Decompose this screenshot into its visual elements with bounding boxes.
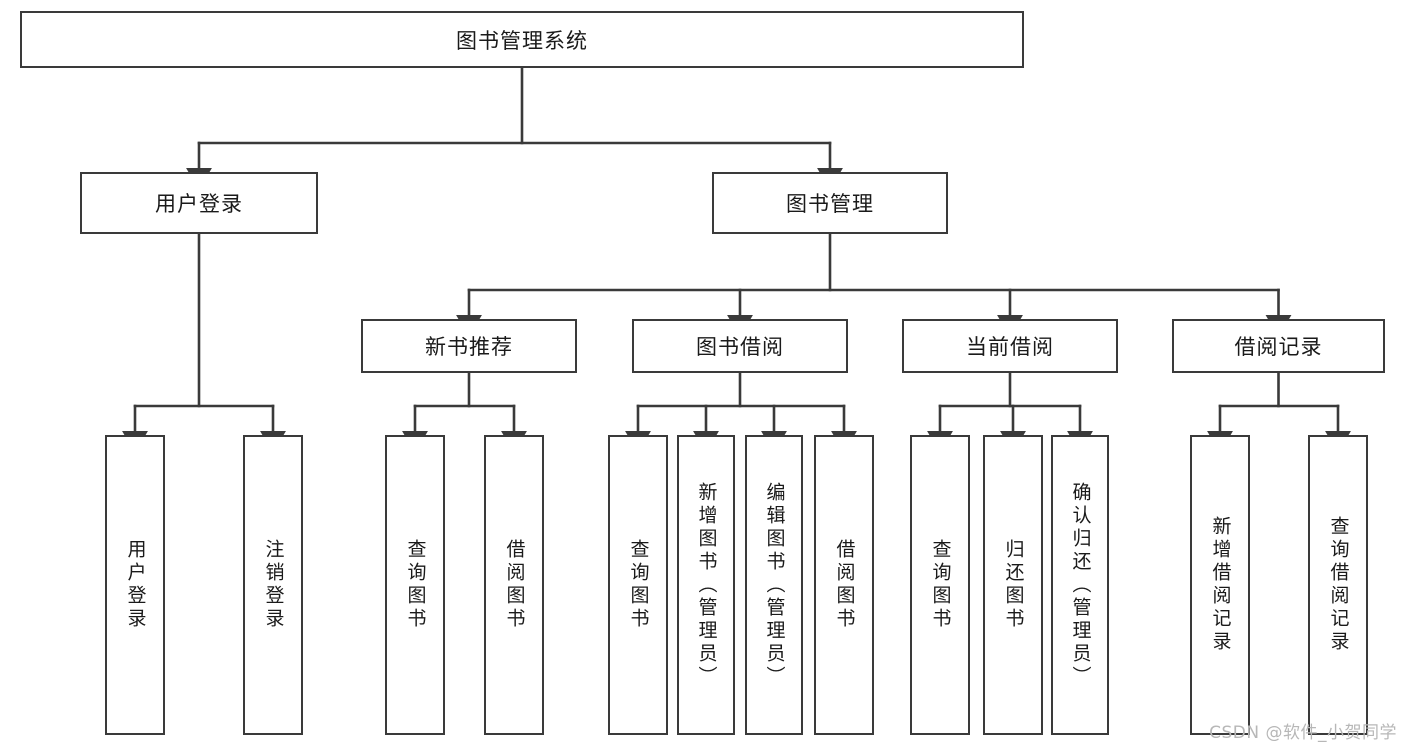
node-label: 归还图书: [1002, 539, 1025, 631]
node-label: 新书推荐: [425, 335, 513, 359]
node-leaf-edit-book-admin[interactable]: 编辑图书（管理员）: [745, 435, 803, 735]
node-leaf-return-book[interactable]: 归还图书: [983, 435, 1043, 735]
node-leaf-logout-login[interactable]: 注销登录: [243, 435, 303, 735]
node-user-login[interactable]: 用户登录: [80, 172, 318, 234]
node-label: 编辑图书（管理员）: [763, 481, 786, 689]
node-leaf-add-book-admin[interactable]: 新增图书（管理员）: [677, 435, 735, 735]
node-label: 用户登录: [124, 539, 147, 631]
node-leaf-query-borrow-record[interactable]: 查询借阅记录: [1308, 435, 1368, 735]
node-leaf-add-borrow-record[interactable]: 新增借阅记录: [1190, 435, 1250, 735]
node-label: 借阅图书: [503, 539, 526, 631]
watermark-text: CSDN @软件_小贺同学: [1209, 723, 1397, 743]
node-leaf-confirm-return-admin[interactable]: 确认归还（管理员）: [1051, 435, 1109, 735]
node-leaf-user-login[interactable]: 用户登录: [105, 435, 165, 735]
node-label: 用户登录: [155, 192, 243, 216]
node-leaf-borrow-book[interactable]: 借阅图书: [814, 435, 874, 735]
node-label: 新增借阅记录: [1209, 516, 1232, 654]
node-root[interactable]: 图书管理系统: [20, 11, 1024, 68]
node-label: 借阅记录: [1234, 335, 1323, 359]
node-label: 查询图书: [929, 539, 952, 631]
node-label: 新增图书（管理员）: [695, 481, 718, 689]
node-leaf-borrow-book-rec[interactable]: 借阅图书: [484, 435, 544, 735]
node-label: 查询图书: [404, 539, 427, 631]
node-label: 当前借阅: [966, 335, 1054, 359]
node-label: 图书借阅: [696, 335, 784, 359]
node-book-borrow[interactable]: 图书借阅: [632, 319, 848, 373]
node-leaf-query-book-current[interactable]: 查询图书: [910, 435, 970, 735]
node-leaf-query-book-rec[interactable]: 查询图书: [385, 435, 445, 735]
node-label: 图书管理: [786, 192, 874, 216]
node-label: 注销登录: [262, 539, 285, 631]
node-label: 图书管理系统: [456, 28, 588, 53]
node-current-borrow[interactable]: 当前借阅: [902, 319, 1118, 373]
node-label: 确认归还（管理员）: [1069, 481, 1092, 689]
node-label: 借阅图书: [833, 539, 856, 631]
node-new-book-recommend[interactable]: 新书推荐: [361, 319, 577, 373]
node-leaf-query-book-borrow[interactable]: 查询图书: [608, 435, 668, 735]
node-book-manage[interactable]: 图书管理: [712, 172, 948, 234]
node-label: 查询借阅记录: [1327, 516, 1350, 654]
node-borrow-record[interactable]: 借阅记录: [1172, 319, 1385, 373]
node-label: 查询图书: [627, 539, 650, 631]
